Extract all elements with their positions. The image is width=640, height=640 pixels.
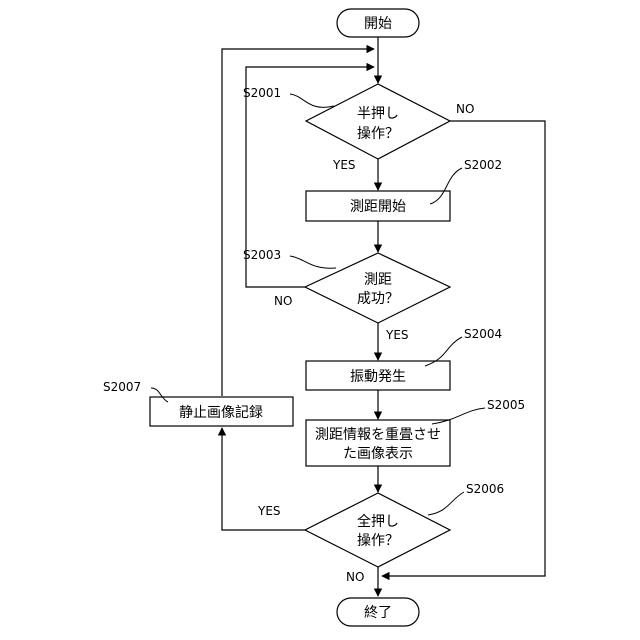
branch-label-s2001-yes: YES xyxy=(332,158,356,172)
step-label-s2002: S2002 xyxy=(464,158,502,172)
branch-label-s2006-no: NO xyxy=(346,570,364,584)
leader-s2006 xyxy=(428,492,464,515)
start-node: 開始 xyxy=(337,9,419,37)
process-s2002: 測距開始 xyxy=(306,191,450,221)
process-s2004-label: 振動発生 xyxy=(350,369,406,385)
decision-s2003-line1: 測距 xyxy=(364,272,392,288)
leader-s2003 xyxy=(290,256,336,268)
process-s2005-line1: 測距情報を重畳させ xyxy=(315,427,441,443)
process-s2002-label: 測距開始 xyxy=(350,199,406,215)
branch-label-s2003-no: NO xyxy=(274,294,292,308)
end-node-label: 終了 xyxy=(364,605,392,621)
branch-label-s2006-yes: YES xyxy=(257,504,281,518)
decision-s2003: 測距 成功？ xyxy=(305,253,450,323)
decision-s2006: 全押し 操作？ xyxy=(305,493,450,567)
process-s2004: 振動発生 xyxy=(306,361,450,390)
decision-s2006-line2: 操作？ xyxy=(357,533,399,549)
decision-s2001-line2: 操作？ xyxy=(357,126,399,142)
branch-label-s2003-yes: YES xyxy=(385,328,409,342)
decision-s2006-line1: 全押し xyxy=(357,513,399,530)
step-label-s2004: S2004 xyxy=(464,327,502,341)
step-label-s2006: S2006 xyxy=(466,482,504,496)
decision-s2001: 半押し 操作？ xyxy=(306,84,450,159)
decision-s2001-line1: 半押し xyxy=(357,106,399,122)
step-label-s2007: S2007 xyxy=(103,380,141,394)
step-label-s2001: S2001 xyxy=(243,86,281,100)
process-s2007-label: 静止画像記録 xyxy=(179,404,263,421)
start-node-label: 開始 xyxy=(364,16,392,32)
leader-s2001 xyxy=(290,94,334,107)
step-label-s2005: S2005 xyxy=(487,398,525,412)
end-node: 終了 xyxy=(337,598,419,626)
process-s2005-line2: た画像表示 xyxy=(343,446,413,462)
branch-label-s2001-no: NO xyxy=(456,102,474,116)
decision-s2003-line2: 成功？ xyxy=(357,291,399,307)
step-label-s2003: S2003 xyxy=(243,248,281,262)
process-s2007: 静止画像記録 xyxy=(150,397,293,426)
process-s2005: 測距情報を重畳させ た画像表示 xyxy=(306,420,450,466)
